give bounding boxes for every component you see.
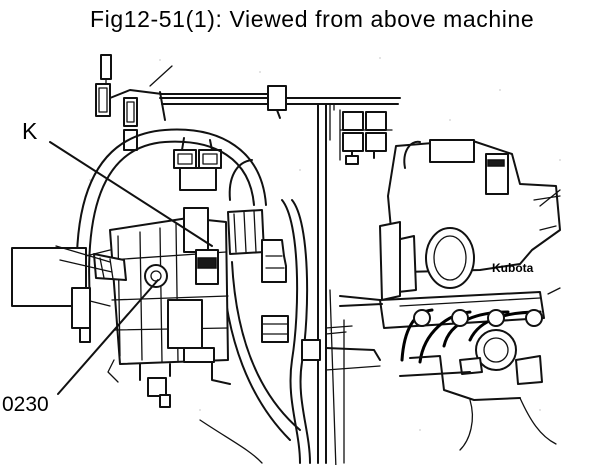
filter-coupling [227,209,289,343]
figure-caption: Fig12-51(1): Viewed from above machine [90,6,535,32]
callout-label-code: 0230 [2,393,49,416]
relay-blocks [95,54,163,151]
frame-rails [317,103,335,464]
rail-clamps [301,289,383,465]
engine: Kubota [379,139,561,329]
center-relays [173,137,222,191]
scan-texture [89,57,561,431]
leader-line-k [49,141,213,247]
valve-block [107,207,231,408]
upper-relays [339,109,393,165]
top-harness [149,65,401,121]
engine-brand-text: Kubota [492,261,534,275]
leader-line-code [57,279,159,395]
callout-leaders [49,141,561,395]
hydraulic-motor [11,247,127,343]
callout-label-k: K [22,118,38,144]
injection-lines [399,308,557,451]
